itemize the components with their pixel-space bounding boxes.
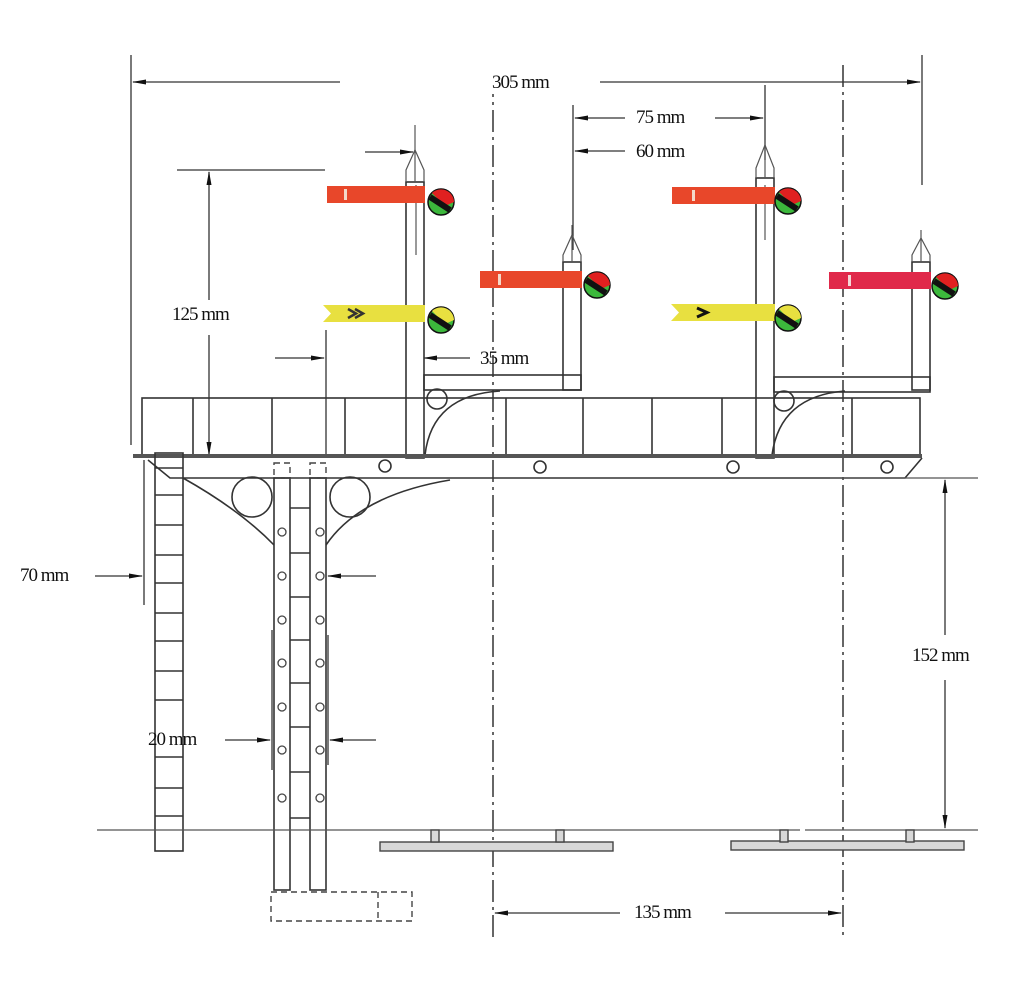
signal-arm-home-1: [327, 186, 455, 216]
track-1: [379, 829, 614, 852]
label-bracket-offset: 35 mm: [480, 348, 529, 369]
label-post-width: 70 mm: [18, 565, 71, 587]
signal-doll-2: [562, 225, 582, 391]
signal-doll-4: [911, 230, 931, 391]
dimension-ladder-gap: [225, 630, 376, 770]
access-ladder: [154, 452, 184, 852]
signal-arm-home-2: [480, 271, 611, 299]
signal-lamp-icon: [427, 188, 455, 216]
dimension-arm-height: [177, 169, 325, 456]
dimension-bracket-offset: [275, 330, 470, 455]
track-centre-lines: [492, 65, 844, 940]
gantry-walkway: [133, 397, 923, 479]
dimension-post-width: [95, 460, 376, 605]
track-2: [730, 829, 965, 851]
doll-bracket-left: [423, 374, 582, 456]
label-arm-height: 125 mm: [170, 304, 231, 326]
label-overall-width: 305 mm: [490, 72, 551, 94]
signal-lamp-icon: [774, 187, 802, 215]
label-clearance: 152 mm: [910, 645, 971, 667]
dimension-overall-width: [130, 55, 923, 445]
signal-arm-distant-1: [323, 305, 455, 334]
signal-arm-home-3: [672, 187, 802, 215]
signal-arm-home-4: [829, 272, 959, 300]
label-doll-offset: 60 mm: [634, 141, 687, 163]
dimension-clearance: [830, 477, 978, 829]
label-ladder-gap: 20 mm: [148, 729, 197, 750]
doll-bracket-right: [771, 376, 931, 456]
main-column: [270, 462, 413, 922]
signal-arm-distant-2: [671, 304, 802, 332]
column-brackets: [182, 476, 451, 546]
label-post-spacing: 75 mm: [634, 107, 687, 129]
signal-lamp-icon: [931, 272, 959, 300]
label-track-centres: 135 mm: [632, 902, 693, 924]
signal-lamp-icon: [583, 271, 611, 299]
signal-lamp-icon: [774, 304, 802, 332]
signal-post-left: [405, 125, 425, 459]
signal-lamp-icon: [427, 306, 455, 334]
